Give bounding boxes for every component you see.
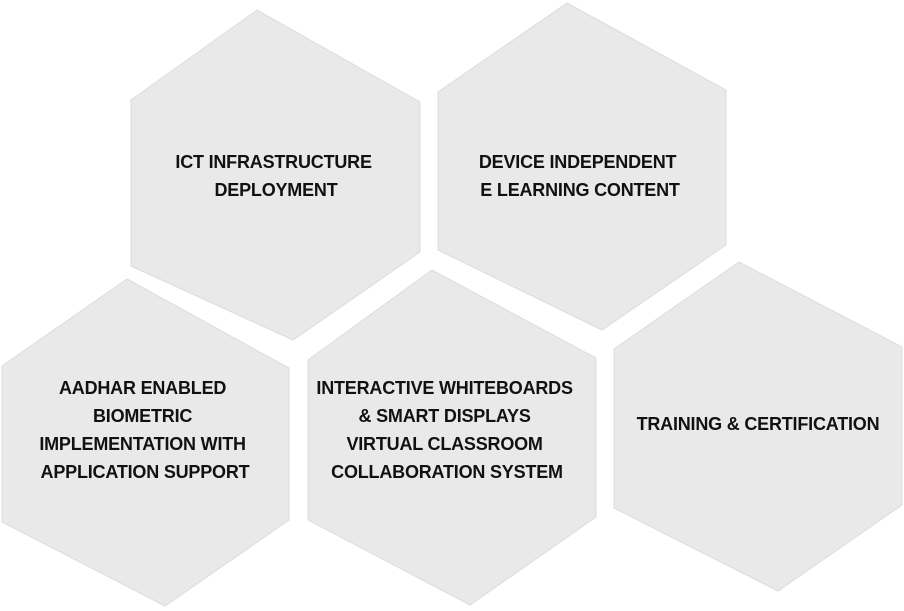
hex-label-line: APPLICATION SUPPORT	[41, 462, 250, 482]
hexagon-shape	[130, 9, 421, 341]
hex-aadhar-biometric: AADHAR ENABLED BIOMETRIC IMPLEMENTATION …	[1, 278, 290, 607]
hex-interactive-whiteboards: INTERACTIVE WHITEBOARDS & SMART DISPLAYS…	[307, 269, 597, 606]
hex-label-line: TRAINING & CERTIFICATION	[637, 414, 880, 434]
hex-label-line: VIRTUAL CLASSROOM	[346, 434, 542, 454]
hex-label-line: DEPLOYMENT	[214, 180, 337, 200]
hex-label-line: AADHAR ENABLED	[59, 378, 226, 398]
hex-label-line: E LEARNING CONTENT	[480, 180, 680, 200]
hex-label: INTERACTIVE WHITEBOARDS & SMART DISPLAYS…	[316, 378, 577, 482]
hex-label-line: & SMART DISPLAYS	[359, 406, 531, 426]
hex-label-line: COLLABORATION SYSTEM	[331, 462, 563, 482]
hex-label-line: ICT INFRASTRUCTURE	[175, 152, 372, 172]
hex-label-line: DEVICE INDEPENDENT	[479, 152, 677, 172]
hex-device-independent: DEVICE INDEPENDENT E LEARNING CONTENT	[437, 2, 727, 331]
hex-label: TRAINING & CERTIFICATION	[637, 414, 880, 434]
hex-label: DEVICE INDEPENDENT E LEARNING CONTENT	[479, 152, 681, 200]
hex-label: ICT INFRASTRUCTURE DEPLOYMENT	[175, 152, 376, 200]
hexagon-shape	[437, 2, 727, 331]
hex-label-line: BIOMETRIC	[93, 406, 192, 426]
hexagon-shape	[613, 261, 903, 592]
hex-training-certification: TRAINING & CERTIFICATION	[613, 261, 903, 592]
hex-label-line: IMPLEMENTATION WITH	[39, 434, 246, 454]
hexagon-shape	[1, 278, 290, 607]
hex-label: AADHAR ENABLED BIOMETRIC IMPLEMENTATION …	[39, 378, 250, 482]
hexagon-shape	[307, 269, 597, 606]
hex-label-line: INTERACTIVE WHITEBOARDS	[316, 378, 573, 398]
hex-ict-infrastructure: ICT INFRASTRUCTURE DEPLOYMENT	[130, 9, 421, 341]
